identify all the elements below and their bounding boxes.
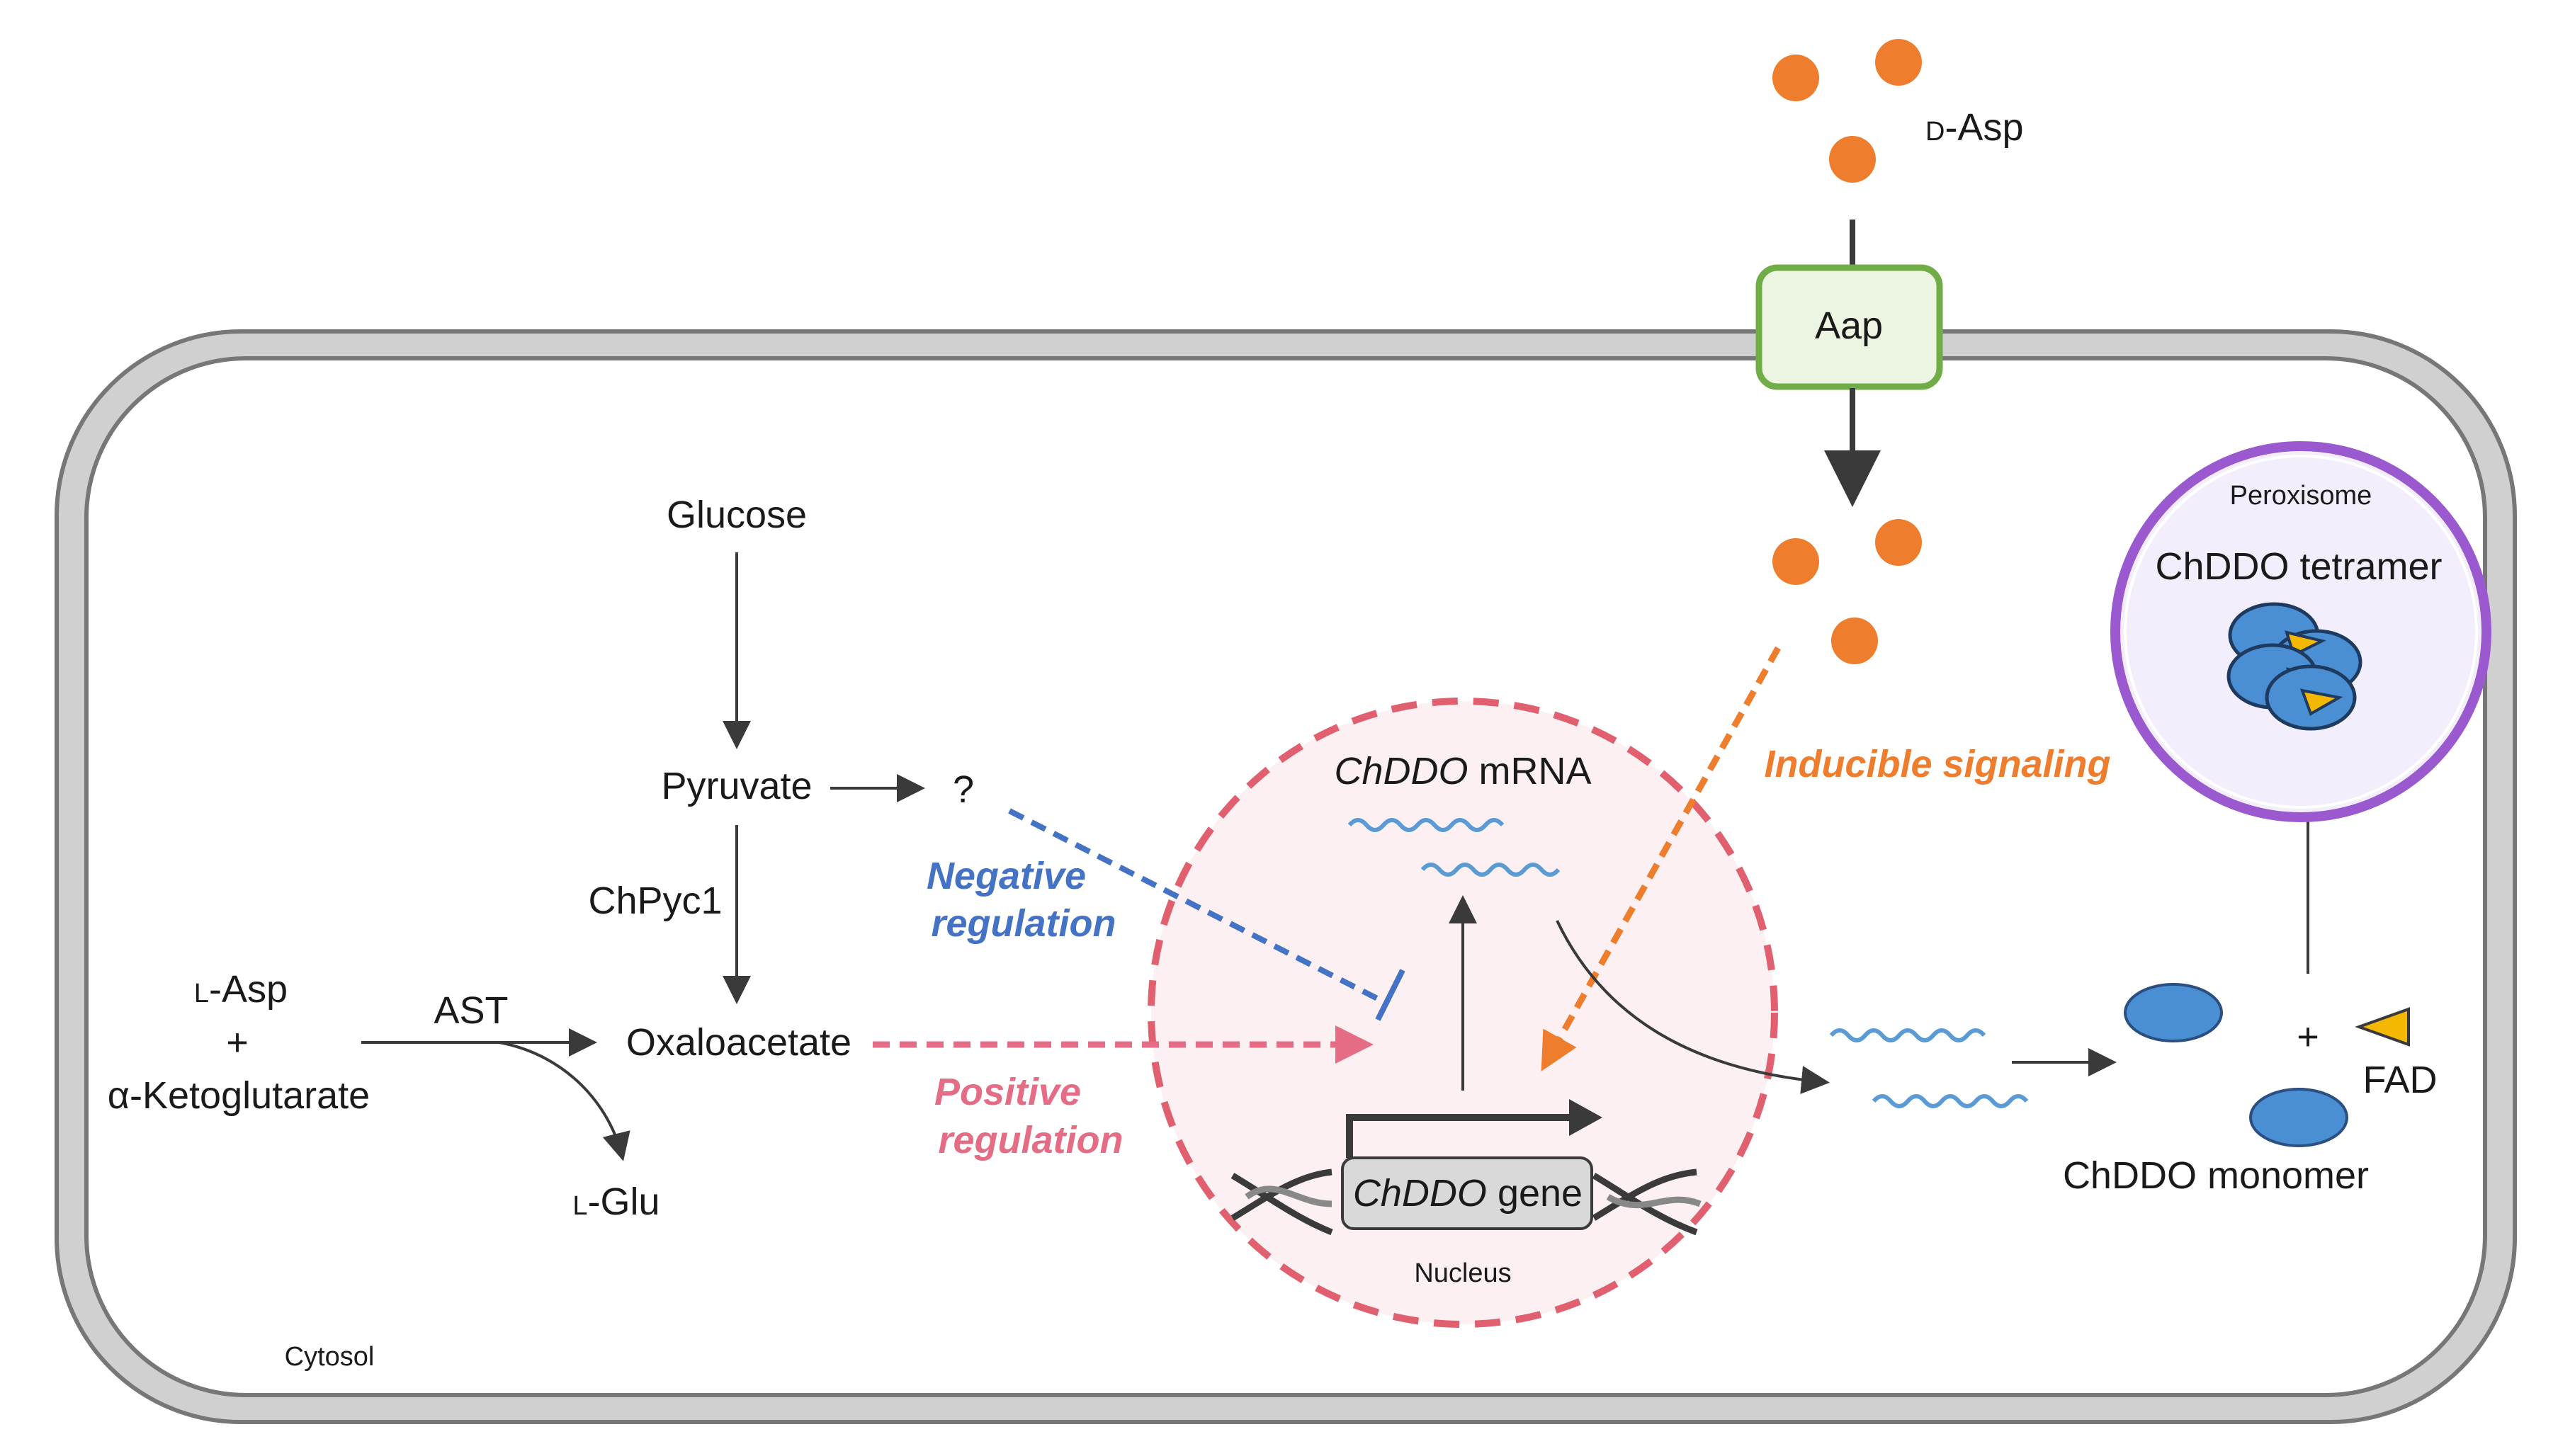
promoter-arrow-icon	[1346, 1114, 1569, 1158]
positive-line2: regulation	[938, 1119, 1123, 1161]
chpyc1-label: ChPyc1	[588, 880, 722, 922]
peroxisome-label: Peroxisome	[2230, 481, 2372, 511]
gene-label: ChDDO gene	[1353, 1172, 1583, 1215]
d-asp-molecule-icon	[1772, 55, 1819, 101]
l-glu-label: L-Glu	[572, 1181, 660, 1223]
mrna-label: ChDDO mRNA	[1334, 750, 1591, 792]
mrna-export-arrow	[1556, 920, 1830, 1094]
inducible-signaling-label: Inducible signaling	[1764, 743, 2110, 785]
oxaloacetate-label: Oxaloacetate	[626, 1021, 851, 1064]
fad-triangle-icon	[2355, 1007, 2410, 1047]
l-asp-label: L-Asp	[194, 968, 288, 1011]
peroxisome-inner-ring	[2124, 455, 2478, 809]
d-asp-molecule-icon	[1875, 39, 1922, 86]
d-asp-molecule-icon	[1829, 136, 1876, 183]
positive-regulation-label: Positive regulation	[934, 1071, 1124, 1161]
tetramer-label: ChDDO tetramer	[2155, 545, 2442, 588]
nucleus-label: Nucleus	[1414, 1258, 1511, 1288]
tetramer-icon	[2226, 602, 2362, 731]
negative-line1: Negative	[927, 855, 1086, 897]
positive-line1: Positive	[934, 1071, 1081, 1113]
d-asp-molecule-icon	[1772, 538, 1819, 585]
dna-double-helix-icon	[1230, 1168, 1702, 1236]
cytosol-label: Cytosol	[285, 1342, 375, 1372]
inducible-signaling-arrow	[1541, 646, 1781, 1071]
gene-box	[1341, 1156, 1593, 1230]
negative-regulation-bar	[1375, 969, 1405, 1021]
monomer-label: ChDDO monomer	[2063, 1154, 2369, 1197]
negative-regulation-line	[1008, 808, 1390, 1007]
plus2-label: +	[2297, 1016, 2319, 1058]
protein-monomer-icon	[2249, 1088, 2348, 1147]
negative-line2: regulation	[931, 902, 1116, 945]
promoter-arrowhead	[1569, 1099, 1602, 1136]
l-glu-branch-arrow	[499, 1041, 630, 1161]
aap-label: Aap	[1815, 305, 1883, 347]
negative-regulation-label: Negative regulation	[927, 855, 1116, 945]
mrna-wave-icon	[1420, 863, 1561, 877]
ast-label: AST	[434, 989, 508, 1032]
mrna-wave-icon	[1347, 818, 1505, 832]
protein-monomer-icon	[2124, 983, 2223, 1042]
akg-label: α-Ketoglutarate	[108, 1074, 370, 1117]
mrna-wave-icon	[1872, 1094, 2029, 1108]
glucose-label: Glucose	[667, 494, 807, 536]
mrna-wave-icon	[1829, 1028, 1986, 1042]
d-asp-label: D-Asp	[1925, 106, 2024, 149]
pyruvate-label: Pyruvate	[661, 765, 812, 807]
fad-label: FAD	[2362, 1059, 2437, 1101]
aap-transporter	[1755, 264, 1943, 390]
d-asp-molecule-icon	[1875, 519, 1922, 566]
extracellular-d-asp: D-Asp	[1772, 39, 2024, 183]
plus-label: +	[226, 1021, 249, 1064]
d-asp-molecule-icon	[1831, 618, 1878, 664]
unknown-factor-label: ?	[953, 768, 974, 811]
